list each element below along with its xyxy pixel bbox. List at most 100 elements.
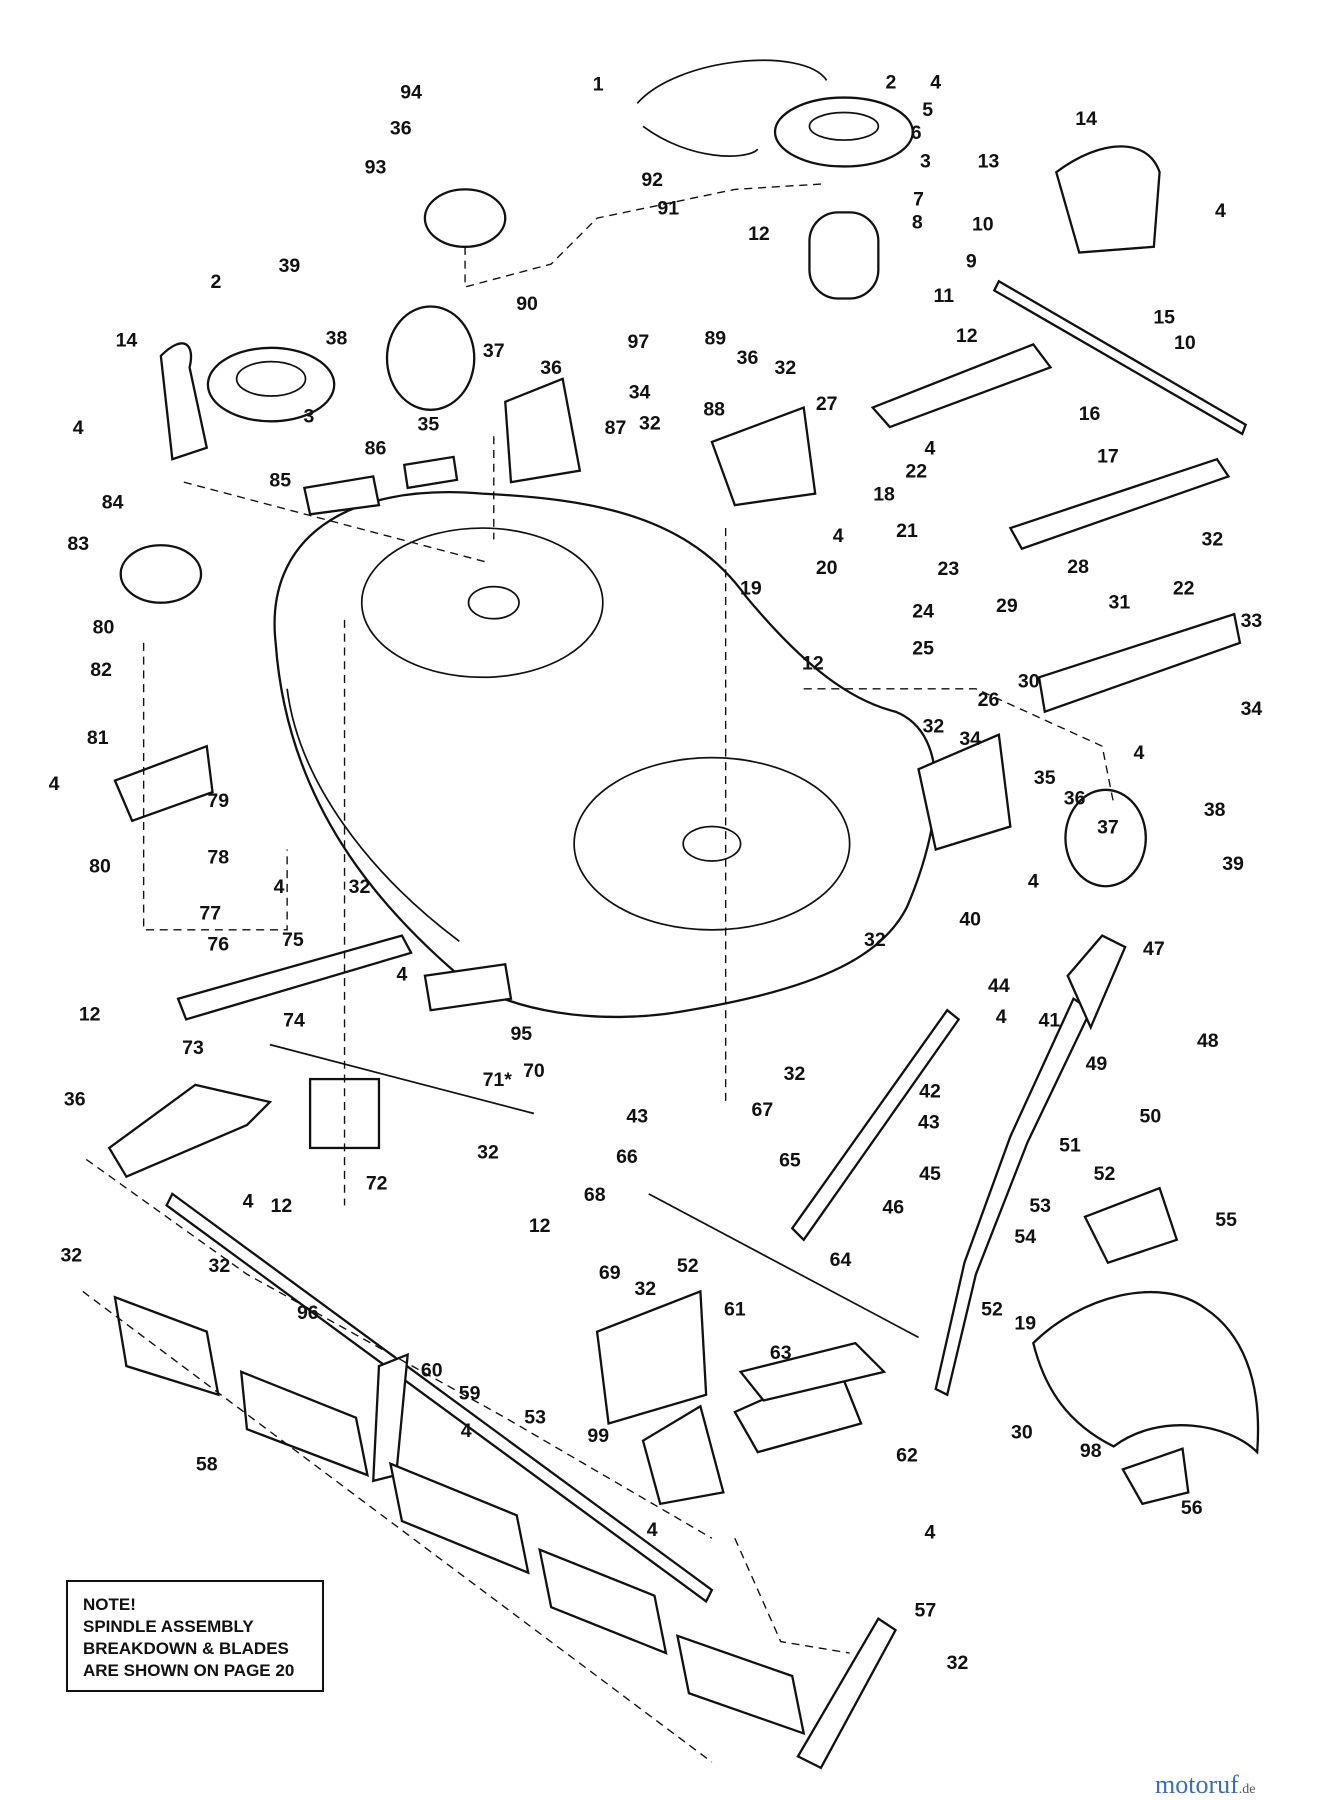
decal [738,1341,887,1402]
axle [165,1192,714,1604]
part-number-label: 40 [959,908,981,930]
part-number-label: 75 [282,929,304,951]
part-number-label: 12 [529,1215,551,1237]
roller [538,1547,668,1655]
lift-shaft [870,342,1053,429]
roller [239,1370,370,1477]
roller [675,1634,806,1736]
part-number-label: 39 [279,255,301,277]
note-line: SPINDLE ASSEMBLY [83,1617,254,1636]
part-number-label: 34 [1241,698,1263,720]
part-number-label: 36 [1064,788,1086,810]
bracket [641,1404,725,1506]
part-number-label: 51 [1059,1134,1081,1156]
part-number-label: 54 [1014,1226,1036,1248]
part-number-label: 64 [830,1249,852,1271]
spindle-housing [808,211,880,300]
handle-grip [1066,934,1127,1031]
part-number-label: 7 [913,188,924,210]
alignment-line [82,1290,850,1763]
part-number-label: 46 [882,1196,904,1218]
pulley-groove [808,111,880,141]
part-number-label: 53 [524,1406,546,1428]
part-number-label: 58 [196,1454,218,1476]
part-number-label: 19 [1014,1312,1036,1334]
part-number-label: 14 [1075,108,1097,130]
part-number-label: 42 [919,1080,941,1102]
part-number-label: 4 [996,1006,1007,1028]
part-number-label: 34 [959,728,981,750]
decal [402,455,459,490]
bracket [1037,612,1242,714]
part-number-label: 4 [243,1191,254,1213]
decal [302,475,381,516]
part-number-label: 32 [864,929,886,951]
rod [648,1193,919,1339]
bracket [504,377,582,484]
part-number-label: 87 [605,417,627,439]
part-number-label: 4 [833,525,844,547]
part-number-label: 20 [816,557,838,579]
part-number-label: 81 [87,727,109,749]
link [790,1008,961,1242]
part-number-label: 47 [1143,938,1165,960]
alignment-line [142,642,288,931]
gauge-wheel [385,305,476,411]
alignment-line [464,182,827,288]
part-number-label: 70 [523,1060,545,1082]
part-number-label: 49 [1086,1053,1108,1075]
alignment-line [85,1158,713,1539]
part-number-label: 19 [740,578,762,600]
part-number-label: 52 [981,1299,1003,1321]
part-number-label: 65 [779,1149,801,1171]
part-number-label: 56 [1181,1497,1203,1519]
part-number-label: 11 [933,285,954,307]
decal [1121,1447,1190,1506]
part-number-label: 39 [1222,853,1244,875]
part-number-label: 31 [1109,591,1131,613]
part-number-label: 36 [737,347,759,369]
part-number-label: 90 [516,293,538,315]
roller [388,1461,530,1575]
idler-pulley [423,188,507,248]
part-number-label: 4 [647,1519,658,1541]
part-number-label: 50 [1140,1106,1162,1128]
part-number-label: 4 [397,963,408,985]
part-number-label: 92 [641,169,663,191]
part-number-label: 32 [60,1245,82,1267]
part-number-label: 37 [1097,816,1119,838]
part-number-label: 36 [540,357,562,379]
part-number-label: 4 [461,1420,472,1442]
part-number-label: 67 [752,1099,774,1121]
part-number-label: 52 [1094,1163,1116,1185]
part-number-label: 6 [911,122,922,144]
part-number-label: 22 [905,461,927,483]
part-number-label: 4 [930,71,941,93]
part-number-label: 94 [400,82,422,104]
deck-spindle-left [360,527,604,679]
part-number-label: 37 [483,340,505,362]
idler-pulley [119,544,203,604]
drive-belt [636,59,828,157]
part-number-label: 18 [873,484,895,506]
part-number-label: 59 [459,1382,481,1404]
part-number-label: 2 [886,71,897,93]
part-number-label: 29 [996,595,1018,617]
part-number-label: 4 [1028,870,1039,892]
part-number-label: 32 [209,1255,231,1277]
belt-guard [159,342,209,461]
part-number-label: 32 [784,1063,806,1085]
part-number-label: 32 [923,715,945,737]
part-number-label: 32 [639,412,661,434]
decal [423,962,513,1012]
link [176,934,413,1021]
part-number-label: 78 [207,846,229,868]
part-number-label: 62 [896,1444,918,1466]
part-number-label: 27 [816,393,838,415]
part-number-label: 36 [390,117,412,139]
part-number-label: 44 [988,975,1010,997]
deck-edge [286,688,460,943]
note-box: NOTE! SPINDLE ASSEMBLY BREAKDOWN & BLADE… [66,1580,324,1692]
pulley-groove [235,360,307,397]
part-number-label: 66 [616,1146,638,1168]
